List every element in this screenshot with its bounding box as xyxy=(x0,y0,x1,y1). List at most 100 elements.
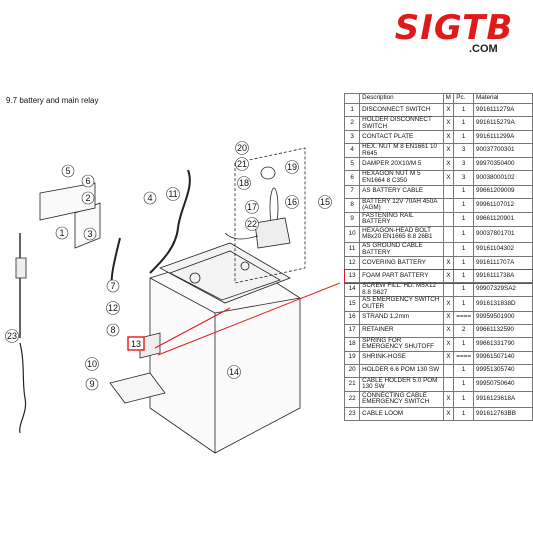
callout-10[interactable]: 10 xyxy=(85,357,99,371)
callout-7[interactable]: 7 xyxy=(106,279,120,293)
callout-19[interactable]: 19 xyxy=(285,160,299,174)
callout-16[interactable]: 16 xyxy=(285,195,299,209)
callout-8[interactable]: 8 xyxy=(106,323,120,337)
callout-14[interactable]: 14 xyxy=(227,365,241,379)
callout-22-label: 22 xyxy=(247,219,257,229)
cell-material: 9916123618A xyxy=(473,390,533,408)
cell-material: 99961107012 xyxy=(473,197,533,213)
cell-pos: 10 xyxy=(343,225,361,243)
callout-23[interactable]: 23 xyxy=(5,329,19,343)
cell-m xyxy=(442,363,455,378)
callout-3[interactable]: 3 xyxy=(83,227,97,241)
callout-15[interactable]: 15 xyxy=(318,195,332,209)
cell-material: 99970350400 xyxy=(473,157,533,172)
cell-pc: 1 xyxy=(453,211,474,227)
parts-table-header: Description M Pc. Material xyxy=(343,93,533,104)
callout-6[interactable]: 6 xyxy=(81,174,95,188)
callout-18[interactable]: 18 xyxy=(237,176,251,190)
callout-9[interactable]: 9 xyxy=(85,377,99,391)
callout-2[interactable]: 2 xyxy=(81,191,95,205)
callout-21[interactable]: 21 xyxy=(235,157,249,171)
brand-logo[interactable]: SIGTB .COM xyxy=(384,10,524,60)
callout-13[interactable]: 13 xyxy=(127,336,145,351)
cell-pos: 7 xyxy=(343,184,361,199)
cell-pc: 1 xyxy=(453,376,474,392)
cell-m: X xyxy=(442,103,455,117)
cell-pos: 4 xyxy=(343,143,361,159)
cell-material: 99951305740 xyxy=(473,363,533,378)
callout-20-label: 20 xyxy=(237,143,247,153)
cell-pc: 1 xyxy=(453,241,474,258)
cell-m xyxy=(442,241,455,258)
cell-m: X xyxy=(442,130,455,145)
callout-12-label: 12 xyxy=(108,303,118,313)
cell-m: X xyxy=(442,296,455,312)
cell-material: 90037801701 xyxy=(473,225,533,243)
cell-m: X xyxy=(442,157,455,172)
cell-description: SHRINK-HOSE xyxy=(359,350,444,365)
callout-4[interactable]: 4 xyxy=(143,191,157,205)
cell-pos: 3 xyxy=(343,130,361,145)
callout-1[interactable]: 1 xyxy=(55,226,69,240)
cell-pos: 13 xyxy=(343,269,361,284)
callout-16-label: 16 xyxy=(287,197,297,207)
callout-17-label: 17 xyxy=(247,202,257,212)
cell-m: X xyxy=(442,406,455,421)
callout-6-label: 6 xyxy=(85,176,90,186)
callout-12[interactable]: 12 xyxy=(106,301,120,315)
callout-15-label: 15 xyxy=(320,197,330,207)
callout-5[interactable]: 5 xyxy=(61,164,75,178)
cell-m: X xyxy=(442,336,455,352)
callout-17[interactable]: 17 xyxy=(245,200,259,214)
cell-description: DISCONNECT SWITCH xyxy=(359,103,444,117)
cell-description: CONTACT PLATE xyxy=(359,130,444,145)
cell-pc: 1 xyxy=(453,103,474,117)
callout-4-label: 4 xyxy=(147,193,152,203)
cell-pc: ==== xyxy=(453,350,474,365)
header-m: M xyxy=(442,93,455,104)
cell-m: X xyxy=(442,115,455,132)
cell-m: X xyxy=(442,390,455,408)
cell-pc: 1 xyxy=(453,282,474,298)
header-pos xyxy=(343,93,361,104)
cell-pc: 3 xyxy=(453,143,474,159)
callout-22[interactable]: 22 xyxy=(245,217,259,231)
cell-description: FOAM PART BATTERY xyxy=(359,269,444,284)
cell-material: 9916131838D xyxy=(473,296,533,312)
cell-material: 9916111299A xyxy=(473,130,533,145)
callout-11[interactable]: 11 xyxy=(166,187,180,201)
cell-description: CABLE LOOM xyxy=(359,406,444,421)
cell-description: COVERING BATTERY xyxy=(359,256,444,271)
cell-m: X xyxy=(442,143,455,159)
cell-description: DAMPER 20X10/M 5 xyxy=(359,157,444,172)
cell-pc: 1 xyxy=(453,184,474,199)
callout-20[interactable]: 20 xyxy=(235,141,249,155)
cell-pc: ==== xyxy=(453,310,474,325)
cell-pos: 23 xyxy=(343,406,361,421)
cell-description: RETAINER xyxy=(359,323,444,338)
cell-description: AS GROUND CABLE BATTERY xyxy=(359,241,444,258)
